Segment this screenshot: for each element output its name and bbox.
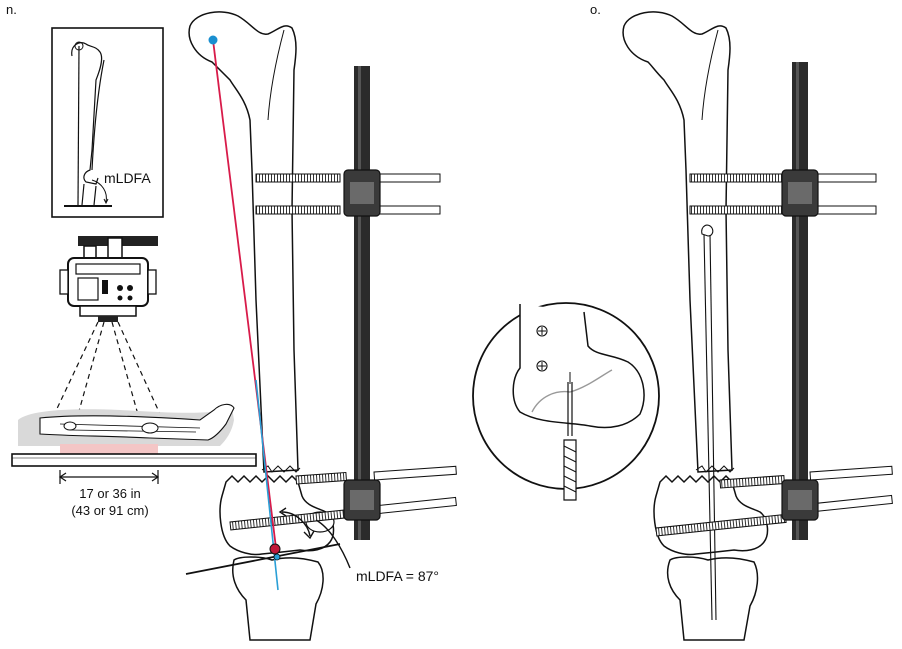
panel-label-n: n. — [6, 2, 17, 17]
guide-wire — [701, 224, 717, 621]
standing-alignment-inset — [51, 27, 164, 218]
mldfa-measurement-label: mLDFA = 87° — [356, 568, 440, 584]
cassette-length-cm: (43 or 91 cm) — [71, 503, 149, 518]
mechanical-axis — [185, 35, 341, 591]
patient-on-table — [11, 403, 257, 467]
fixator-rod-left — [343, 66, 381, 540]
pins-right — [655, 173, 893, 537]
inset-mldfa-label: mLDFA — [104, 170, 151, 186]
cassette-length-in: 17 or 36 in — [79, 486, 141, 501]
pins-left — [229, 173, 457, 531]
panel-label-o: o. — [590, 2, 601, 17]
fluoroscope-icon — [59, 236, 158, 322]
femur-right — [622, 11, 769, 641]
distal-femur-left — [219, 474, 335, 641]
magnified-drill-inset — [472, 302, 660, 501]
fixator-rod-right — [781, 62, 819, 540]
cassette-dimension — [58, 470, 160, 484]
femur-left — [188, 11, 301, 473]
knee-center-marker — [269, 543, 281, 555]
xray-beam — [43, 321, 171, 437]
mldfa-angle-arc — [278, 507, 351, 569]
hip-center-marker — [208, 35, 218, 45]
